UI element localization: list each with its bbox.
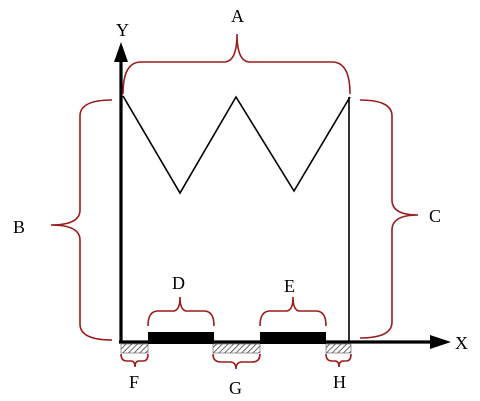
brace-c	[359, 99, 419, 339]
label-f: F	[129, 372, 139, 392]
label-h: H	[333, 372, 346, 392]
x-axis-label: X	[455, 333, 468, 353]
hatch-f	[120, 343, 149, 354]
y-axis-label: Y	[116, 20, 129, 40]
brace-f	[120, 353, 149, 368]
hatch-g	[212, 343, 261, 354]
label-e: E	[284, 276, 295, 296]
brace-b	[50, 99, 113, 341]
brace-a	[122, 33, 351, 95]
label-a: A	[231, 6, 244, 26]
brace-e	[259, 296, 327, 327]
label-c: C	[429, 206, 441, 226]
brace-h	[325, 353, 352, 368]
label-g: G	[229, 378, 242, 398]
label-d: D	[172, 273, 185, 293]
brace-g	[212, 353, 261, 370]
block-e	[260, 332, 326, 344]
y-axis-arrow-icon	[114, 42, 128, 62]
hatch-h	[325, 343, 352, 354]
brace-d	[147, 296, 215, 327]
zigzag-line	[122, 95, 351, 195]
label-b: B	[13, 217, 25, 237]
block-d	[148, 332, 214, 344]
x-axis-arrow-icon	[430, 335, 451, 349]
